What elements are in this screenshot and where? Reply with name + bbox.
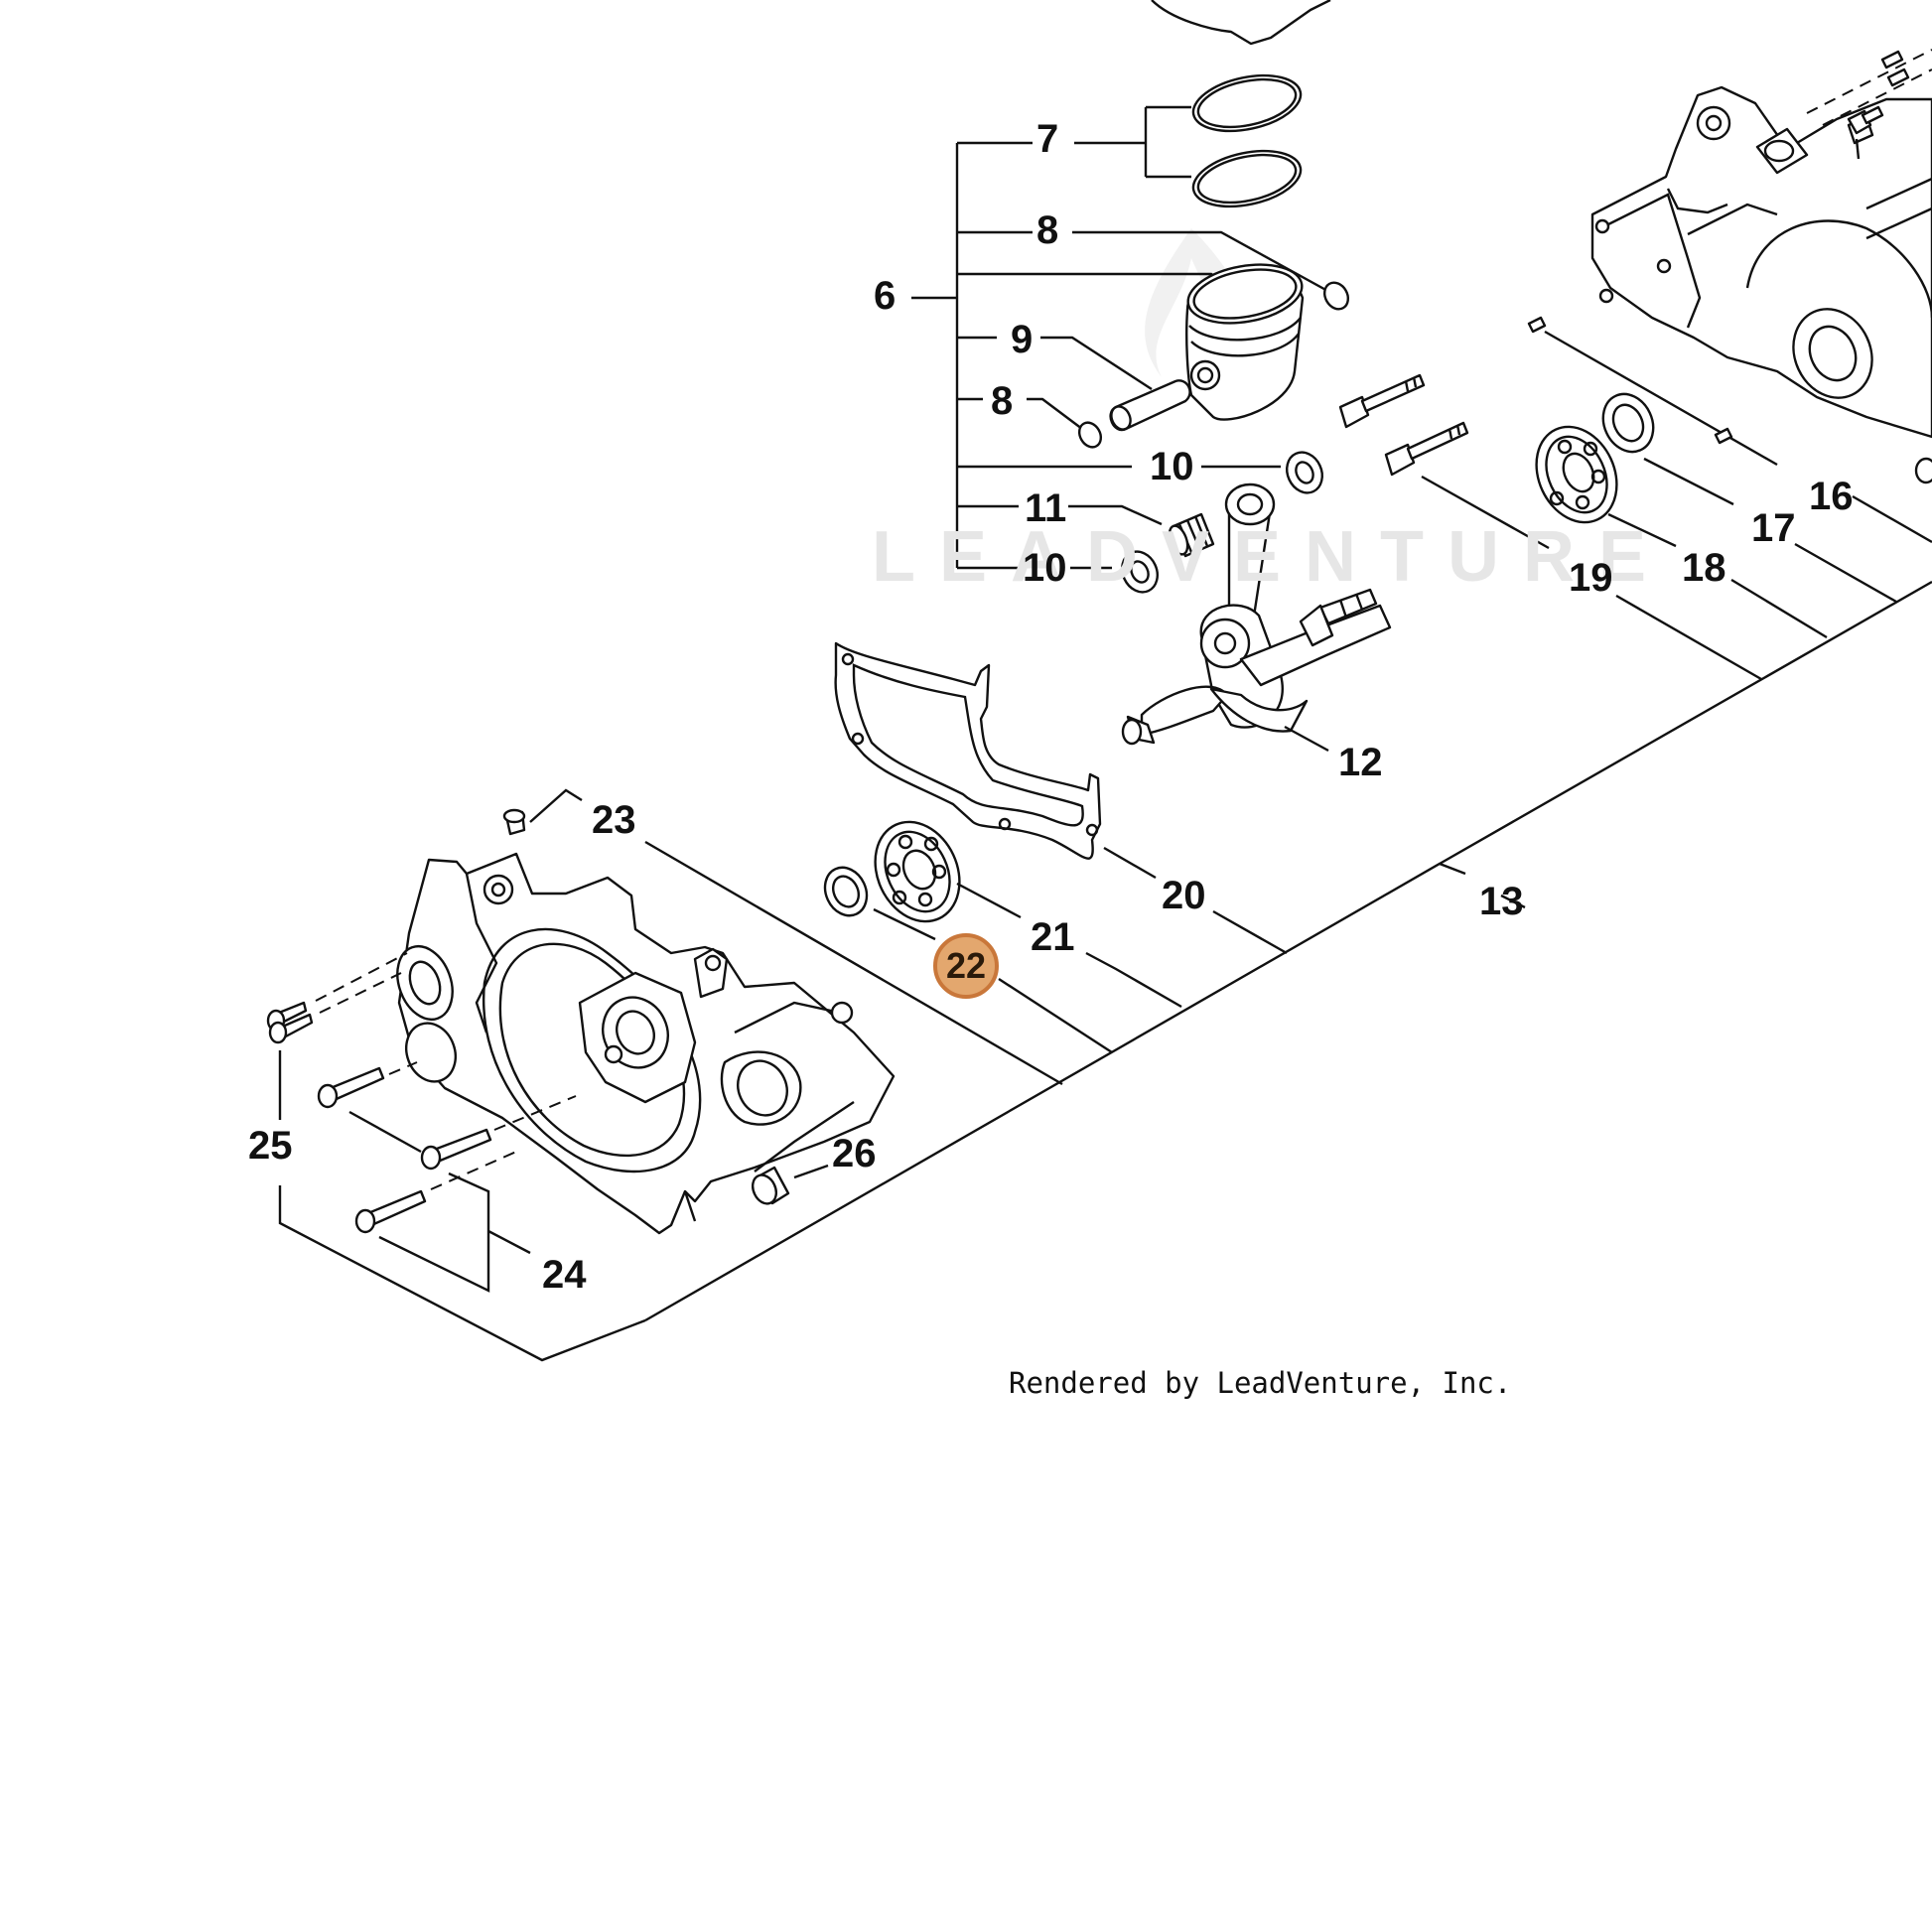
cylinder-gasket-top[interactable] (1151, 0, 1331, 46)
crankcase-half-left[interactable] (388, 852, 896, 1235)
crankshaft[interactable] (1121, 483, 1392, 746)
leader-22 (873, 907, 1113, 1054)
callout-17[interactable]: 17 (1751, 506, 1796, 550)
piston-rings[interactable] (1188, 67, 1306, 215)
screw-right-edge[interactable] (1914, 457, 1932, 484)
oil-seal-17[interactable] (1594, 386, 1663, 461)
leader-23 (529, 788, 1063, 1086)
watermark-text: LEADVENTURE (872, 517, 1671, 597)
leader-12 (1284, 725, 1329, 753)
bolt-19-upper[interactable] (1338, 373, 1426, 429)
ball-bearing-18[interactable] (1521, 414, 1631, 536)
screw-25-lower[interactable] (268, 1013, 314, 1044)
callout-12[interactable]: 12 (1338, 741, 1383, 784)
callout-24[interactable]: 24 (542, 1253, 587, 1297)
dowel-pin-23[interactable] (502, 808, 526, 836)
elbow-fitting[interactable] (1847, 105, 1884, 135)
bolt-19-lower[interactable] (1384, 421, 1469, 477)
leader-13-main (644, 580, 1932, 1322)
leader-21 (956, 882, 1182, 1009)
needle-cage[interactable] (1166, 512, 1215, 558)
callout-6[interactable]: 6 (874, 274, 897, 318)
callout-16[interactable]: 16 (1809, 475, 1854, 518)
screw-24-c[interactable] (354, 1189, 427, 1234)
dowel-pin-upper-right-a[interactable] (1880, 50, 1904, 69)
leader-19 (1421, 475, 1762, 681)
crankcase-half-right[interactable] (1590, 85, 1932, 439)
leader-20 (1103, 846, 1288, 955)
piston-pin-clip-lower[interactable] (1075, 419, 1105, 452)
leader-26 (793, 1164, 829, 1179)
callout-22-highlighted[interactable]: 22 (933, 933, 999, 999)
callout-18[interactable]: 18 (1682, 546, 1726, 590)
dowel-pin-upper-right-b[interactable] (1886, 68, 1910, 87)
callout-11[interactable]: 11 (1025, 486, 1067, 530)
callout-26[interactable]: 26 (832, 1132, 877, 1175)
sleeve-26[interactable] (749, 1166, 790, 1207)
callout-20[interactable]: 20 (1162, 874, 1206, 917)
piston-pin[interactable] (1108, 379, 1191, 432)
leader-18 (1607, 512, 1828, 639)
screw-24-a[interactable] (317, 1066, 385, 1109)
callout-10-lower[interactable]: 10 (1023, 546, 1067, 590)
callout-8-upper[interactable]: 8 (1036, 208, 1059, 252)
callout-7[interactable]: 7 (1036, 117, 1059, 161)
callout-10-upper[interactable]: 10 (1150, 445, 1194, 488)
bracket-25 (278, 1050, 646, 1362)
thrust-washer-upper[interactable] (1281, 447, 1329, 498)
render-credit: Rendered by LeadVenture, Inc. (1009, 1366, 1512, 1400)
leader-16 (1544, 330, 1932, 544)
callout-9[interactable]: 9 (1011, 318, 1034, 361)
callout-23[interactable]: 23 (592, 798, 636, 842)
leader-17 (1643, 457, 1897, 604)
callout-21[interactable]: 21 (1031, 915, 1075, 959)
piston-pin-clip-upper[interactable] (1319, 278, 1352, 313)
piston[interactable] (1183, 256, 1307, 421)
callout-19[interactable]: 19 (1569, 556, 1613, 600)
screw-24-b[interactable] (420, 1128, 492, 1171)
oil-seal-22[interactable] (817, 861, 874, 922)
dowel-pin-16-lower[interactable] (1714, 427, 1733, 445)
ball-bearing-21[interactable] (860, 808, 975, 935)
callout-13[interactable]: 13 (1479, 880, 1524, 923)
crankcase-gasket[interactable] (834, 641, 1102, 860)
thrust-washer-lower[interactable] (1116, 546, 1165, 598)
callout-25[interactable]: 25 (248, 1124, 293, 1168)
callout-8-lower[interactable]: 8 (991, 379, 1014, 423)
bracket-24 (348, 1110, 531, 1293)
dowel-pin-16-upper[interactable] (1527, 316, 1547, 334)
